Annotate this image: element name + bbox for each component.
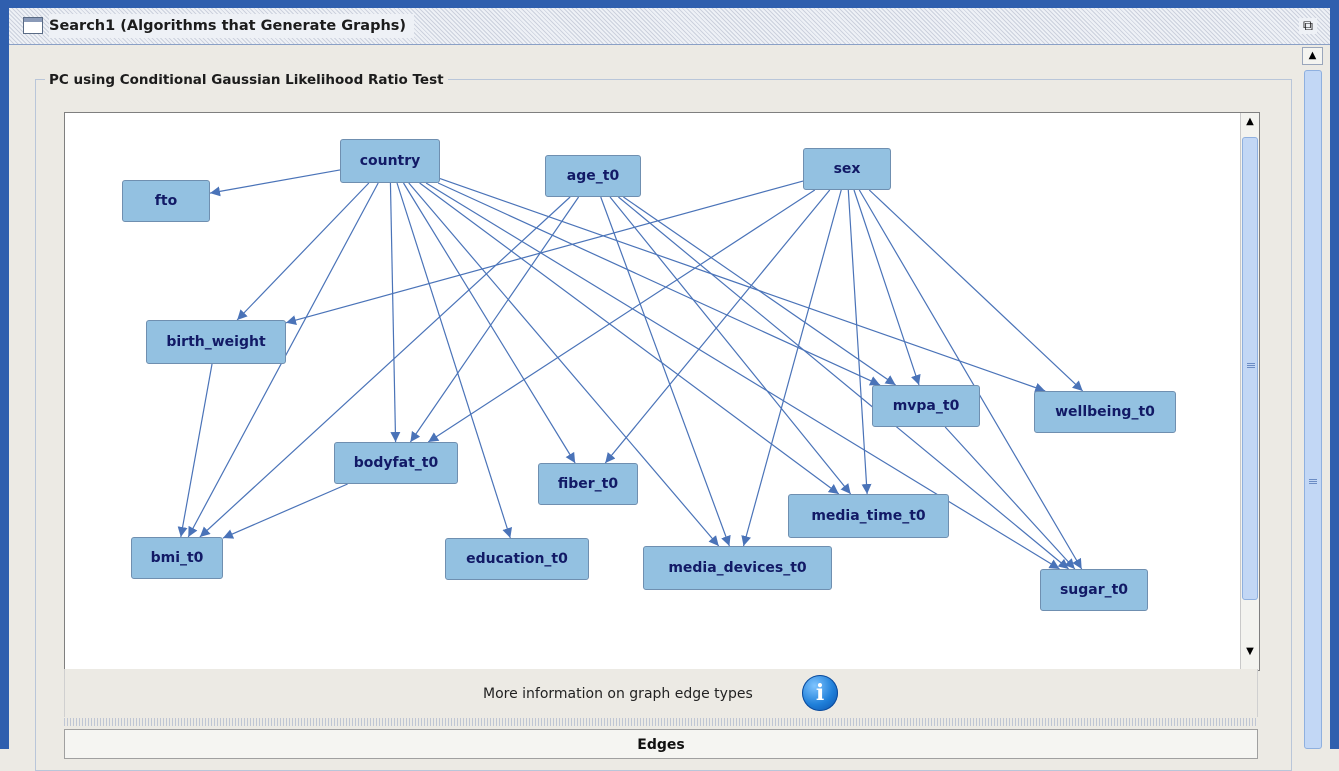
graph-edge-sex-to-mvpa-t0[interactable]: [853, 189, 921, 386]
graph-edge-sex-to-fiber-t0[interactable]: [604, 189, 831, 464]
graph-edge-age-t0-to-sugar-t0[interactable]: [618, 196, 1069, 570]
graph-panel[interactable]: country fto age_t0 sex birth_weight mvpa_t0 we…: [64, 112, 1260, 671]
outer-vertical-scrollbar[interactable]: ▲: [1296, 45, 1330, 749]
graph-node-mvpa-t0[interactable]: mvpa_t0: [872, 385, 980, 427]
edges-table-header: Edges: [64, 729, 1258, 759]
graph-node-wellbeing-t0[interactable]: wellbeing_t0: [1034, 391, 1176, 433]
scroll-down-button[interactable]: ▼: [1246, 646, 1254, 657]
graph-edge-age-t0-to-media-time-t0[interactable]: [609, 196, 852, 495]
graph-edge-country-to-sugar-t0[interactable]: [425, 182, 1060, 570]
scroll-thumb[interactable]: [1242, 137, 1258, 600]
graph-node-media-time-t0[interactable]: media_time_t0: [788, 494, 949, 538]
outer-scroll-grip: [1309, 479, 1317, 485]
graph-edge-country-to-fiber-t0[interactable]: [402, 182, 576, 464]
scroll-up-button[interactable]: ▲: [1246, 116, 1254, 127]
window-frame-top: [0, 0, 1339, 8]
graph-edge-age-t0-to-mvpa-t0[interactable]: [623, 196, 896, 386]
edge-types-info-link[interactable]: More information on graph edge types: [483, 686, 753, 702]
graph-edge-country-to-wellbeing-t0[interactable]: [439, 177, 1046, 393]
maximize-icon[interactable]: ⧉: [1299, 18, 1317, 34]
graph-edge-age-t0-to-bodyfat-t0[interactable]: [409, 196, 580, 443]
graph-edge-sex-to-birth-weight[interactable]: [285, 180, 804, 325]
graph-edge-sex-to-wellbeing-t0[interactable]: [868, 189, 1084, 392]
graph-node-fto[interactable]: fto: [122, 180, 210, 222]
graph-edge-country-to-fto[interactable]: [209, 169, 341, 197]
graph-node-fiber-t0[interactable]: fiber_t0: [538, 463, 638, 505]
graph-edge-sex-to-media-time-t0[interactable]: [847, 189, 872, 495]
window-frame-right: [1330, 0, 1339, 749]
graph-edge-age-t0-to-media-devices-t0[interactable]: [600, 196, 731, 547]
graph-node-bmi-t0[interactable]: bmi_t0: [131, 537, 223, 579]
graph-edge-bodyfat-t0-to-bmi-t0[interactable]: [222, 483, 348, 539]
graph-edge-country-to-media-time-t0[interactable]: [419, 182, 840, 495]
window-icon: [23, 17, 43, 34]
graph-edge-country-to-media-devices-t0[interactable]: [408, 182, 720, 547]
info-icon[interactable]: i: [802, 675, 838, 711]
graph-node-age-t0[interactable]: age_t0: [545, 155, 641, 197]
graph-edge-sex-to-media-devices-t0[interactable]: [741, 189, 842, 547]
graph-node-sugar-t0[interactable]: sugar_t0: [1040, 569, 1148, 611]
graph-vertical-scrollbar[interactable]: ▲ ▼: [1240, 113, 1259, 670]
outer-scroll-thumb[interactable]: [1304, 70, 1322, 749]
graph-edge-country-to-mvpa-t0[interactable]: [437, 182, 881, 386]
info-bar: More information on graph edge types i: [64, 669, 1258, 717]
graph-edge-country-to-birth-weight[interactable]: [236, 182, 370, 321]
groupbox-title: PC using Conditional Gaussian Likelihood…: [45, 71, 448, 89]
edges-header-label: Edges: [637, 737, 685, 753]
graph-edges: [177, 169, 1084, 570]
graph-node-education-t0[interactable]: education_t0: [445, 538, 589, 580]
graph-edge-mvpa-t0-to-sugar-t0[interactable]: [944, 426, 1076, 570]
content-area: PC using Conditional Gaussian Likelihood…: [9, 45, 1296, 771]
window-title: Search1 (Algorithms that Generate Graphs…: [49, 14, 415, 38]
graph-edge-sex-to-bodyfat-t0[interactable]: [427, 189, 816, 443]
graph-node-birth-weight[interactable]: birth_weight: [146, 320, 286, 364]
graph-edge-country-to-bodyfat-t0[interactable]: [389, 182, 401, 443]
window-frame-left: [0, 0, 9, 749]
title-bar[interactable]: Search1 (Algorithms that Generate Graphs…: [9, 8, 1330, 45]
graph-edge-birth-weight-to-bmi-t0[interactable]: [177, 363, 213, 538]
scroll-grip: [1247, 363, 1255, 369]
graph-node-sex[interactable]: sex: [803, 148, 891, 190]
graph-edge-age-t0-to-bmi-t0[interactable]: [199, 196, 571, 538]
graph-edge-country-to-education-t0[interactable]: [396, 182, 513, 539]
graph-node-bodyfat-t0[interactable]: bodyfat_t0: [334, 442, 458, 484]
graph-node-country[interactable]: country: [340, 139, 440, 183]
outer-scroll-up-button[interactable]: ▲: [1302, 47, 1323, 65]
split-pane-divider[interactable]: [64, 718, 1258, 726]
graph-node-media-devices-t0[interactable]: media_devices_t0: [643, 546, 832, 590]
graph-edge-sex-to-sugar-t0[interactable]: [858, 189, 1083, 570]
